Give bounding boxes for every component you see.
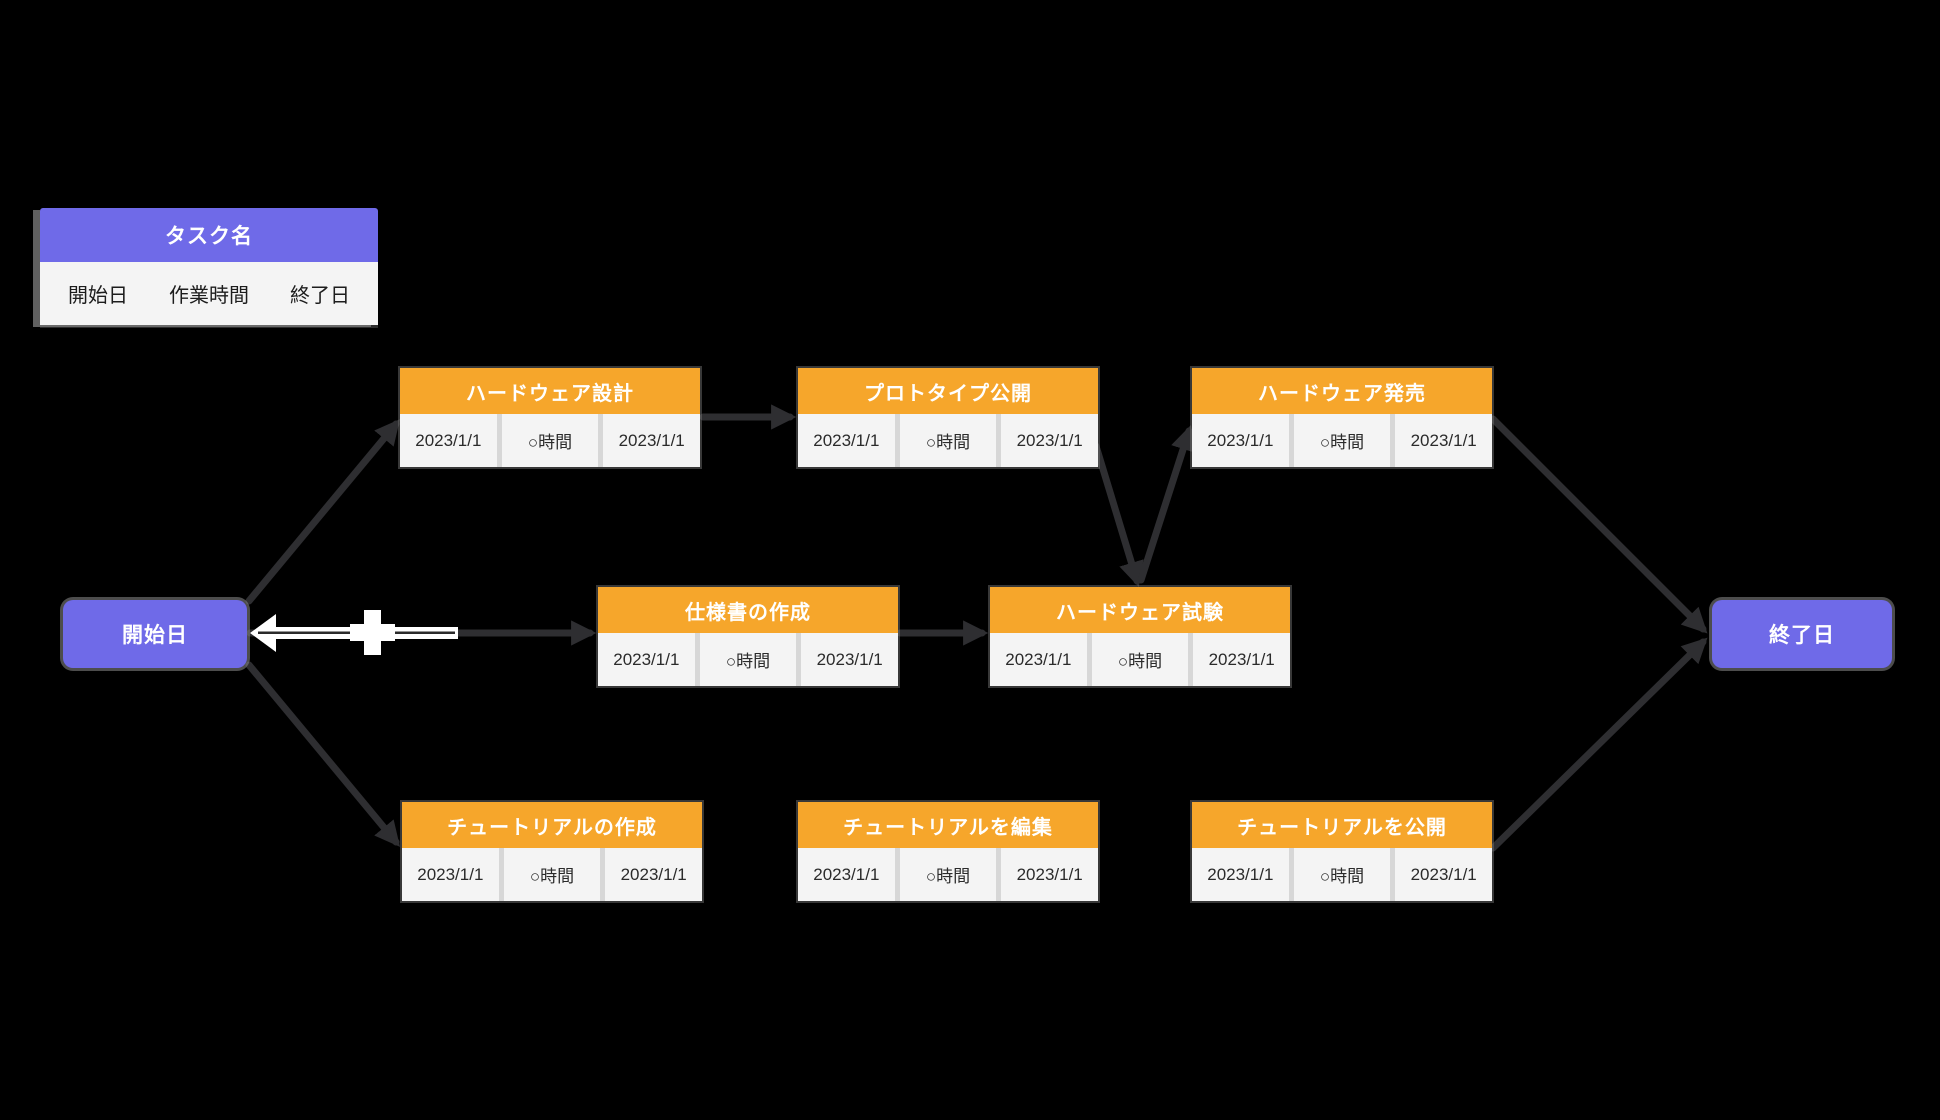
- legend-field-end: 終了日: [290, 285, 350, 307]
- task-title[interactable]: ハードウェア設計: [400, 368, 700, 414]
- task-duration[interactable]: ○時間: [1293, 848, 1391, 901]
- task-start-date[interactable]: 2023/1/1: [402, 848, 499, 901]
- legend-task-template[interactable]: タスク名 開始日 作業時間 終了日: [40, 208, 378, 325]
- task-node-hardware-test[interactable]: ハードウェア試験 2023/1/1 ○時間 2023/1/1: [990, 587, 1291, 686]
- task-end-date[interactable]: 2023/1/1: [1193, 633, 1291, 686]
- task-body: 2023/1/1 ○時間 2023/1/1: [400, 414, 701, 467]
- edge-prototype-to-test[interactable]: [1092, 442, 1144, 588]
- task-start-date[interactable]: 2023/1/1: [1192, 414, 1289, 467]
- legend-body: 開始日 作業時間 終了日: [40, 262, 378, 325]
- task-title[interactable]: チュートリアルを公開: [1192, 802, 1492, 848]
- task-duration[interactable]: ○時間: [899, 414, 997, 467]
- task-start-date[interactable]: 2023/1/1: [798, 414, 895, 467]
- task-end-date[interactable]: 2023/1/1: [1001, 848, 1099, 901]
- task-end-date[interactable]: 2023/1/1: [1395, 414, 1493, 467]
- edge-start-to-tutorial-create[interactable]: [245, 661, 401, 847]
- task-duration[interactable]: ○時間: [1091, 633, 1189, 686]
- legend-field-start: 開始日: [68, 285, 128, 307]
- connect-cursor-icon: [250, 610, 458, 655]
- task-node-hardware-design[interactable]: ハードウェア設計 2023/1/1 ○時間 2023/1/1: [400, 368, 701, 467]
- task-title[interactable]: プロトタイプ公開: [798, 368, 1098, 414]
- task-body: 2023/1/1 ○時間 2023/1/1: [990, 633, 1291, 686]
- task-duration[interactable]: ○時間: [501, 414, 599, 467]
- edge-start-to-hardware-design[interactable]: [245, 419, 401, 605]
- task-duration[interactable]: ○時間: [899, 848, 997, 901]
- task-start-date[interactable]: 2023/1/1: [1192, 848, 1289, 901]
- task-title[interactable]: ハードウェア発売: [1192, 368, 1492, 414]
- task-start-date[interactable]: 2023/1/1: [400, 414, 497, 467]
- legend-field-duration: 作業時間: [169, 285, 249, 307]
- task-end-date[interactable]: 2023/1/1: [1395, 848, 1493, 901]
- start-node[interactable]: 開始日: [63, 600, 247, 668]
- edge-tutorial-publish-to-end[interactable]: [1489, 637, 1708, 852]
- task-body: 2023/1/1 ○時間 2023/1/1: [798, 848, 1099, 901]
- task-node-tutorial-publish[interactable]: チュートリアルを公開 2023/1/1 ○時間 2023/1/1: [1192, 802, 1493, 901]
- task-title[interactable]: ハードウェア試験: [990, 587, 1290, 633]
- task-title[interactable]: チュートリアルを編集: [798, 802, 1098, 848]
- task-title[interactable]: チュートリアルの作成: [402, 802, 702, 848]
- task-start-date[interactable]: 2023/1/1: [598, 633, 695, 686]
- task-body: 2023/1/1 ○時間 2023/1/1: [1192, 414, 1493, 467]
- task-node-tutorial-edit[interactable]: チュートリアルを編集 2023/1/1 ○時間 2023/1/1: [798, 802, 1099, 901]
- legend-title: タスク名: [40, 208, 378, 262]
- task-body: 2023/1/1 ○時間 2023/1/1: [402, 848, 703, 901]
- task-node-prototype-release[interactable]: プロトタイプ公開 2023/1/1 ○時間 2023/1/1: [798, 368, 1099, 467]
- task-body: 2023/1/1 ○時間 2023/1/1: [598, 633, 899, 686]
- edge-release-to-end[interactable]: [1489, 415, 1708, 634]
- task-node-spec-writing[interactable]: 仕様書の作成 2023/1/1 ○時間 2023/1/1: [598, 587, 899, 686]
- task-end-date[interactable]: 2023/1/1: [605, 848, 703, 901]
- task-start-date[interactable]: 2023/1/1: [798, 848, 895, 901]
- task-title[interactable]: 仕様書の作成: [598, 587, 898, 633]
- task-duration[interactable]: ○時間: [1293, 414, 1391, 467]
- end-node[interactable]: 終了日: [1712, 600, 1892, 668]
- task-body: 2023/1/1 ○時間 2023/1/1: [798, 414, 1099, 467]
- task-end-date[interactable]: 2023/1/1: [603, 414, 701, 467]
- task-body: 2023/1/1 ○時間 2023/1/1: [1192, 848, 1493, 901]
- task-node-tutorial-create[interactable]: チュートリアルの作成 2023/1/1 ○時間 2023/1/1: [402, 802, 703, 901]
- task-end-date[interactable]: 2023/1/1: [801, 633, 899, 686]
- task-duration[interactable]: ○時間: [699, 633, 797, 686]
- task-end-date[interactable]: 2023/1/1: [1001, 414, 1099, 467]
- edge-test-to-release[interactable]: [1137, 425, 1196, 584]
- task-node-hardware-launch[interactable]: ハードウェア発売 2023/1/1 ○時間 2023/1/1: [1192, 368, 1493, 467]
- task-start-date[interactable]: 2023/1/1: [990, 633, 1087, 686]
- task-duration[interactable]: ○時間: [503, 848, 601, 901]
